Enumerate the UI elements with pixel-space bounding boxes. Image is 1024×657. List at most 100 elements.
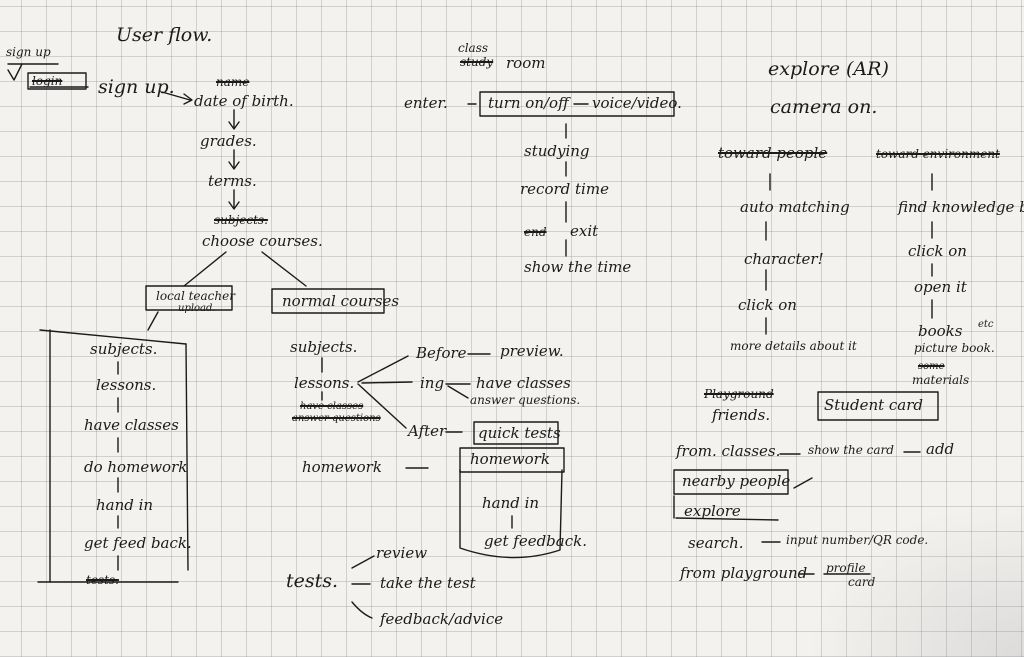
tests-review: review <box>376 544 428 562</box>
explore-click-on-left: click on <box>738 296 797 314</box>
local-get-feedback: get feed back. <box>84 534 192 552</box>
room-study-crossed: study <box>460 55 494 69</box>
room-record-time: record time <box>520 180 609 198</box>
tests-feedback: feedback/advice <box>380 610 504 628</box>
lessons-to-ing <box>361 381 413 384</box>
arrow-head-dob <box>183 93 193 105</box>
normal-lessons: lessons. <box>294 374 355 392</box>
diagram-title: User flow. <box>116 24 213 46</box>
branch-normal <box>261 251 307 287</box>
explore-books: books <box>918 322 963 340</box>
lessons-to-after <box>357 383 407 429</box>
room-enter: enter. <box>404 94 448 112</box>
local-subjects: subjects. <box>90 340 158 358</box>
friends-label: friends. <box>712 406 771 424</box>
normal-courses-box <box>271 288 385 314</box>
room-studying: studying <box>524 142 590 160</box>
tests-take-test: take the test <box>380 574 476 592</box>
friends-input-number: input number/QR code. <box>786 533 929 547</box>
room-room: room <box>506 54 546 72</box>
friends-show-card: show the card <box>808 443 894 457</box>
signup-check-arrow <box>7 63 23 81</box>
tests-to-feedback <box>351 601 373 619</box>
friends-profile: profile <box>826 561 866 575</box>
normal-answer-questions-crossed: answer questions <box>292 413 381 424</box>
normal-homework: homework <box>302 458 382 476</box>
friends-student-card: Student card <box>824 396 924 414</box>
friends-from-classes: from. classes. <box>676 442 781 460</box>
phase-get-feedback: get feedback. <box>484 532 587 550</box>
tests-to-review <box>351 555 375 569</box>
local-do-homework: do homework <box>84 458 188 476</box>
sign-up-main: sign up. <box>98 76 175 98</box>
explore-underline <box>675 517 779 521</box>
explore-auto-matching: auto matching <box>740 198 850 216</box>
local-teacher-box <box>145 285 233 311</box>
local-to-subjects <box>147 311 159 331</box>
voice-video-box <box>479 91 675 117</box>
choose-courses: choose courses. <box>202 232 323 250</box>
local-lessons: lessons. <box>96 376 157 394</box>
room-class: class <box>458 41 489 55</box>
lessons-to-before <box>357 355 409 383</box>
login-box <box>27 72 87 90</box>
local-hand-in: hand in <box>96 496 154 514</box>
explore-some: some <box>918 361 945 372</box>
explore-toward-people: toward people <box>718 144 828 162</box>
normal-have-classes-crossed: have classes <box>300 401 364 412</box>
friends-nearby-people: nearby people <box>682 472 791 490</box>
arrow-signup-dob <box>161 91 191 101</box>
explore-find-knowledge-box: find knowledge box <box>898 198 1024 216</box>
explore-materials: materials <box>912 373 970 387</box>
normal-subjects: subjects. <box>290 338 358 356</box>
friends-playground-crossed: Playground <box>704 387 774 401</box>
homework-cylinder <box>459 469 563 559</box>
local-tests: tests. <box>86 573 119 587</box>
local-have-classes: have classes <box>84 416 179 434</box>
date-of-birth: date of birth. <box>194 92 294 110</box>
arrow-head-grades <box>228 121 240 130</box>
explore-etc: etc <box>978 319 994 330</box>
phase-before: Before <box>416 344 467 362</box>
room-voice-video: voice/video. <box>592 94 682 112</box>
local-bracket-right <box>185 343 189 571</box>
arrow-head-terms <box>228 161 240 170</box>
normal-courses: normal courses <box>282 292 400 310</box>
friends-add: add <box>926 440 955 458</box>
phase-homework: homework <box>470 450 550 468</box>
explore-title: explore (AR) <box>768 58 889 80</box>
branch-local <box>183 251 227 287</box>
explore-click-on-right: click on <box>908 242 967 260</box>
sign-up-label: sign up <box>6 45 51 59</box>
student-card-box <box>817 391 939 421</box>
login-label: login <box>32 74 63 88</box>
friends-search: search. <box>688 534 744 552</box>
phase-ing: ing <box>420 374 445 392</box>
local-teacher: local teacher <box>156 289 235 303</box>
phase-preview: preview. <box>500 342 564 360</box>
room-turn-on-off: turn on/off <box>488 94 569 112</box>
phase-have-classes: have classes <box>476 374 571 392</box>
room-show-time: show the time <box>524 258 632 276</box>
explore-picture-book: picture book. <box>914 341 995 355</box>
terms: terms. <box>208 172 257 190</box>
phase-hand-in: hand in <box>482 494 540 512</box>
local-bracket-top <box>39 329 187 345</box>
ing-to-answer <box>447 385 469 399</box>
friends-explore: explore <box>684 502 741 520</box>
nearby-people-box <box>673 469 789 495</box>
explore-character: character! <box>744 250 824 268</box>
friends-card: card <box>848 575 876 589</box>
arrow-head-subjects <box>228 201 240 210</box>
phase-quick-tests: quick tests <box>478 424 561 442</box>
subjects-crossed: subjects. <box>214 213 268 227</box>
grades: grades. <box>200 132 257 150</box>
homework-box <box>459 447 565 473</box>
quick-tests-box <box>473 421 559 445</box>
upload: upload. <box>178 303 216 314</box>
normal-tests: tests. <box>286 570 339 592</box>
explore-toward-environment: toward environment <box>876 147 1000 161</box>
friends-from-playground: from playground <box>680 564 808 582</box>
